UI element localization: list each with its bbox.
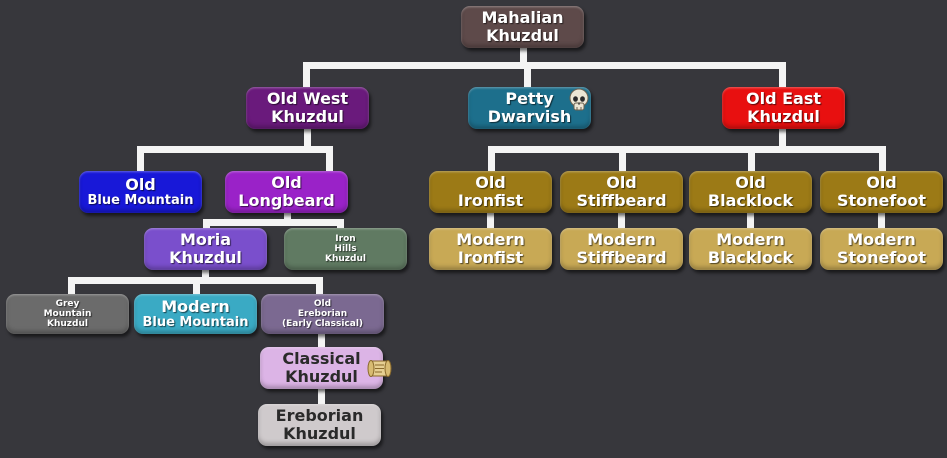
node-label-line3: Khuzdul [325,254,366,265]
node-label-line3: (Early Classical) [281,319,364,330]
node-ereborian-khuzdul: Ereborian Khuzdul [258,404,381,446]
node-old-stonefoot: Old Stonefoot [820,171,943,213]
node-classical-khuzdul: Classical Khuzdul [260,347,392,389]
node-iron-hills-khuzdul: Iron Hills Khuzdul [284,228,407,270]
node-old-west-khuzdul: Old West Khuzdul [246,87,369,129]
node-old-east-khuzdul: Old East Khuzdul [722,87,845,129]
node-label-line2: Ironfist [457,248,524,267]
node-label-line1: Modern [716,230,785,250]
node-old-stiffbeard: Old Stiffbeard [560,171,683,213]
node-modern-ironfist: Modern Ironfist [429,228,552,270]
node-label-line1: Moria [179,230,232,250]
node-label-line2: Blue Mountain [142,314,249,330]
node-label-line2: Stonefoot [837,248,926,267]
node-old-blacklock: Old Blacklock [689,171,812,213]
node-label-line1: Iron [335,233,356,244]
node-modern-blue-mountain: Modern Blue Mountain [134,294,257,334]
node-label-line2: Khuzdul [747,107,820,126]
node-old-blue-mountain: Old Blue Mountain [79,171,202,213]
node-label-line1: Old [475,173,506,193]
skull-icon [569,88,589,111]
node-label-line1: Ereborian [275,406,364,426]
node-old-ereborian: Old Ereborian (Early Classical) [261,294,384,334]
node-label-line1: Old West [266,89,349,109]
node-label-line2: Mountain [43,308,92,319]
node-label-line2: Stonefoot [837,191,926,210]
node-label-line2: Khuzdul [486,26,559,45]
node-label-line1: Modern [587,230,656,250]
node-grey-mountain-khuzdul: Grey Mountain Khuzdul [6,294,129,334]
node-label-line3: Khuzdul [47,319,88,330]
node-label-line2: Blacklock [707,248,794,267]
node-label-line1: Modern [847,230,916,250]
node-old-ironfist: Old Ironfist [429,171,552,213]
node-label-line2: Ironfist [457,191,524,210]
node-label-line1: Old [125,174,156,194]
node-label-line2: Ereborian [297,308,348,319]
node-label-line1: Old [735,173,766,193]
node-label-line1: Old [606,173,637,193]
node-label-line2: Khuzdul [285,367,358,386]
node-modern-blacklock: Modern Blacklock [689,228,812,270]
node-label-line2: Stiffbeard [576,191,667,210]
node-old-longbeard: Old Longbeard [225,171,348,213]
node-label-line2: Blacklock [707,191,794,210]
node-mahalian-khuzdul: Mahalian Khuzdul [461,6,584,48]
node-label-line1: Classical [282,349,361,369]
node-label-line1: Petty [505,89,554,109]
node-label-line2: Longbeard [238,191,335,210]
node-modern-stonefoot: Modern Stonefoot [820,228,943,270]
node-label-line1: Old [313,298,332,309]
node-label-line2: Khuzdul [283,424,356,443]
node-label-line1: Grey [55,298,80,309]
node-modern-stiffbeard: Modern Stiffbeard [560,228,683,270]
node-label-line2: Dwarvish [487,107,572,126]
node-moria-khuzdul: Moria Khuzdul [144,228,267,270]
node-label-line1: Old East [745,89,821,109]
node-label-line1: Mahalian [481,8,564,28]
node-label-line2: Khuzdul [169,248,242,267]
node-label-line2: Hills [334,243,357,254]
node-petty-dwarvish: Petty Dwarvish [468,87,591,129]
node-label-line2: Stiffbeard [576,248,667,267]
node-label-line1: Old [271,173,302,193]
scroll-icon [367,360,392,377]
node-label-line2: Blue Mountain [87,192,194,208]
node-label-line1: Modern [456,230,525,250]
node-label-line1: Old [866,173,897,193]
node-label-line2: Khuzdul [271,107,344,126]
node-label-line1: Modern [161,296,230,316]
